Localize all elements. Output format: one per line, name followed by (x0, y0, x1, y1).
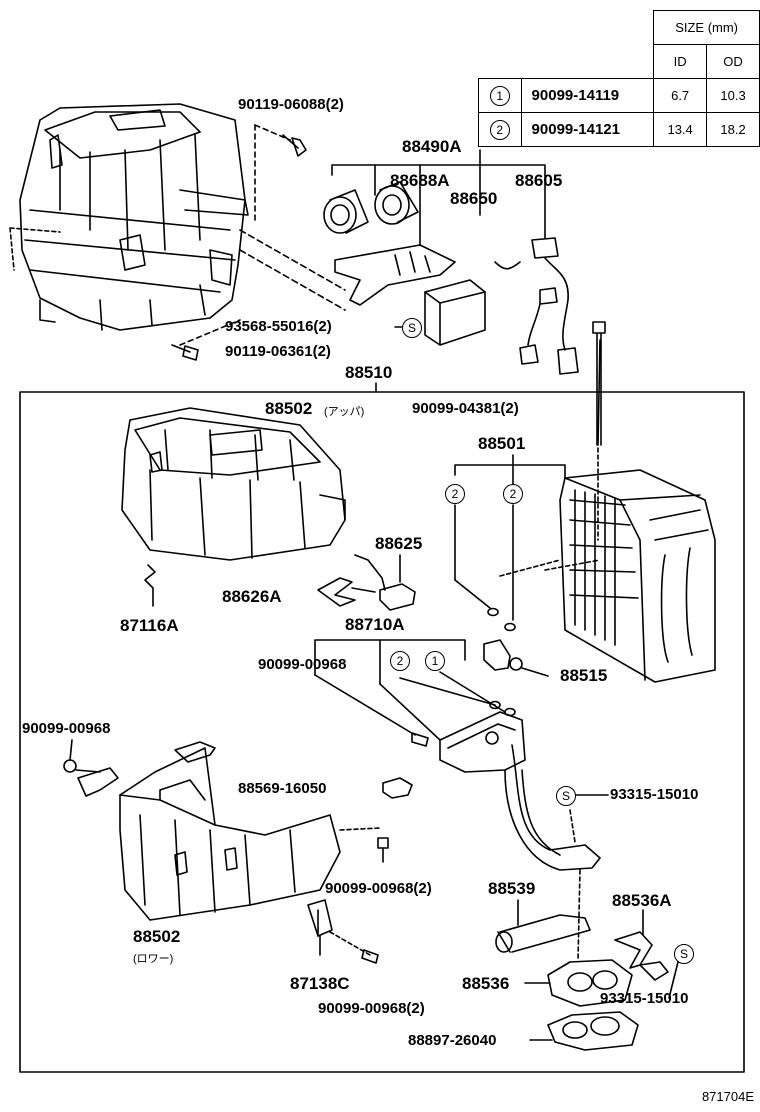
row-od: 10.3 (706, 78, 760, 113)
label-88650: 88650 (450, 189, 498, 208)
clip-90099-00968 (63, 739, 119, 797)
grommet-88536 (524, 959, 633, 1007)
wire-harness-88605 (494, 237, 579, 375)
bracket-87138C (307, 899, 333, 937)
label-87116A: 87116A (120, 616, 179, 635)
col-id-header: ID (653, 44, 708, 79)
s-mark-badge: S (674, 944, 694, 964)
module-88650 (424, 279, 486, 346)
label-88710A: 88710A (345, 615, 405, 634)
row-part: 90099-14121 (520, 112, 655, 147)
table-row: 1 90099-14119 6.7 10.3 (478, 78, 760, 113)
figure-number: 871704E (701, 1089, 754, 1104)
row-od: 18.2 (706, 112, 760, 147)
clip-88626A (317, 577, 356, 607)
label-87138C: 87138C (290, 974, 350, 993)
label-90099-00968-a: 90099-00968 (258, 656, 347, 673)
upper-housing-assembly (19, 103, 249, 331)
row-number: 1 (489, 85, 510, 106)
label-88626A: 88626A (222, 587, 282, 606)
label-88569-16050: 88569-16050 (238, 780, 327, 797)
tube-88710A (439, 711, 601, 871)
size-2-badge: 2 (503, 484, 523, 504)
size-table: SIZE (mm) ID OD 1 90099-14119 6.7 10.3 2… (478, 10, 760, 147)
upper-case-88502 (121, 407, 346, 561)
label-93315-15010-b: 93315-15010 (600, 990, 689, 1007)
label-88510: 88510 (345, 363, 393, 382)
screw-90099-00968-low (361, 949, 379, 964)
clamp-88569 (382, 777, 413, 799)
label-88490A: 88490A (402, 137, 462, 156)
label-90119-06361: 90119-06361(2) (225, 343, 331, 360)
cushion-88897 (529, 1011, 639, 1051)
row-id: 13.4 (653, 112, 708, 147)
row-part: 90099-14119 (520, 78, 655, 113)
evaporator-88501 (559, 469, 716, 683)
size-2-badge: 2 (445, 484, 465, 504)
label-88502-upper-jp: (アッパ) (324, 406, 365, 418)
label-88502-lower-jp: (ロワー) (133, 953, 174, 965)
bracket-plate (334, 244, 456, 306)
label-93315-15010-a: 93315-15010 (610, 786, 699, 803)
size-1-badge: 1 (425, 651, 445, 671)
label-93568-55016: 93568-55016(2) (225, 318, 332, 335)
label-88502-upper: 88502 (265, 399, 313, 418)
seal-88536A (614, 931, 653, 969)
thermistor-88625 (354, 554, 416, 611)
relay-cylinders-88688A (323, 181, 419, 234)
assembly-frame (19, 391, 745, 1073)
clip-87116A (144, 564, 156, 607)
size-2-badge: 2 (390, 651, 410, 671)
bolt-90099-04381 (592, 321, 606, 446)
lower-case-88502 (119, 741, 341, 921)
label-88688A: 88688A (390, 171, 450, 190)
label-90099-00968-c: 90099-00968(2) (325, 880, 432, 897)
bolt-90119-06361 (171, 344, 199, 361)
label-88515: 88515 (560, 666, 608, 685)
table-row: 2 90099-14121 13.4 18.2 (478, 112, 760, 147)
s-mark-badge: S (402, 318, 422, 338)
label-90099-04381: 90099-04381(2) (412, 400, 519, 417)
screw-90099-00968-mid (377, 837, 389, 863)
label-88605: 88605 (515, 171, 563, 190)
s-mark-badge: S (556, 786, 576, 806)
pipe-88539 (495, 914, 591, 953)
label-88897-26040: 88897-26040 (408, 1032, 497, 1049)
label-88536A: 88536A (612, 891, 672, 910)
col-od-header: OD (706, 44, 760, 79)
label-90119-06088: 90119-06088(2) (238, 96, 344, 113)
label-88539: 88539 (488, 879, 536, 898)
row-number: 2 (489, 119, 510, 140)
size-header: SIZE (mm) (653, 10, 760, 45)
row-id: 6.7 (653, 78, 708, 113)
bolt-90119-06088 (282, 134, 307, 157)
label-88501: 88501 (478, 434, 526, 453)
label-88536: 88536 (462, 974, 510, 993)
label-90099-00968-d: 90099-00968(2) (318, 1000, 425, 1017)
label-90099-00968-b: 90099-00968 (22, 720, 111, 737)
label-88502-lower: 88502 (133, 927, 181, 946)
expansion-valve-88515 (483, 639, 549, 677)
label-88625: 88625 (375, 534, 423, 553)
